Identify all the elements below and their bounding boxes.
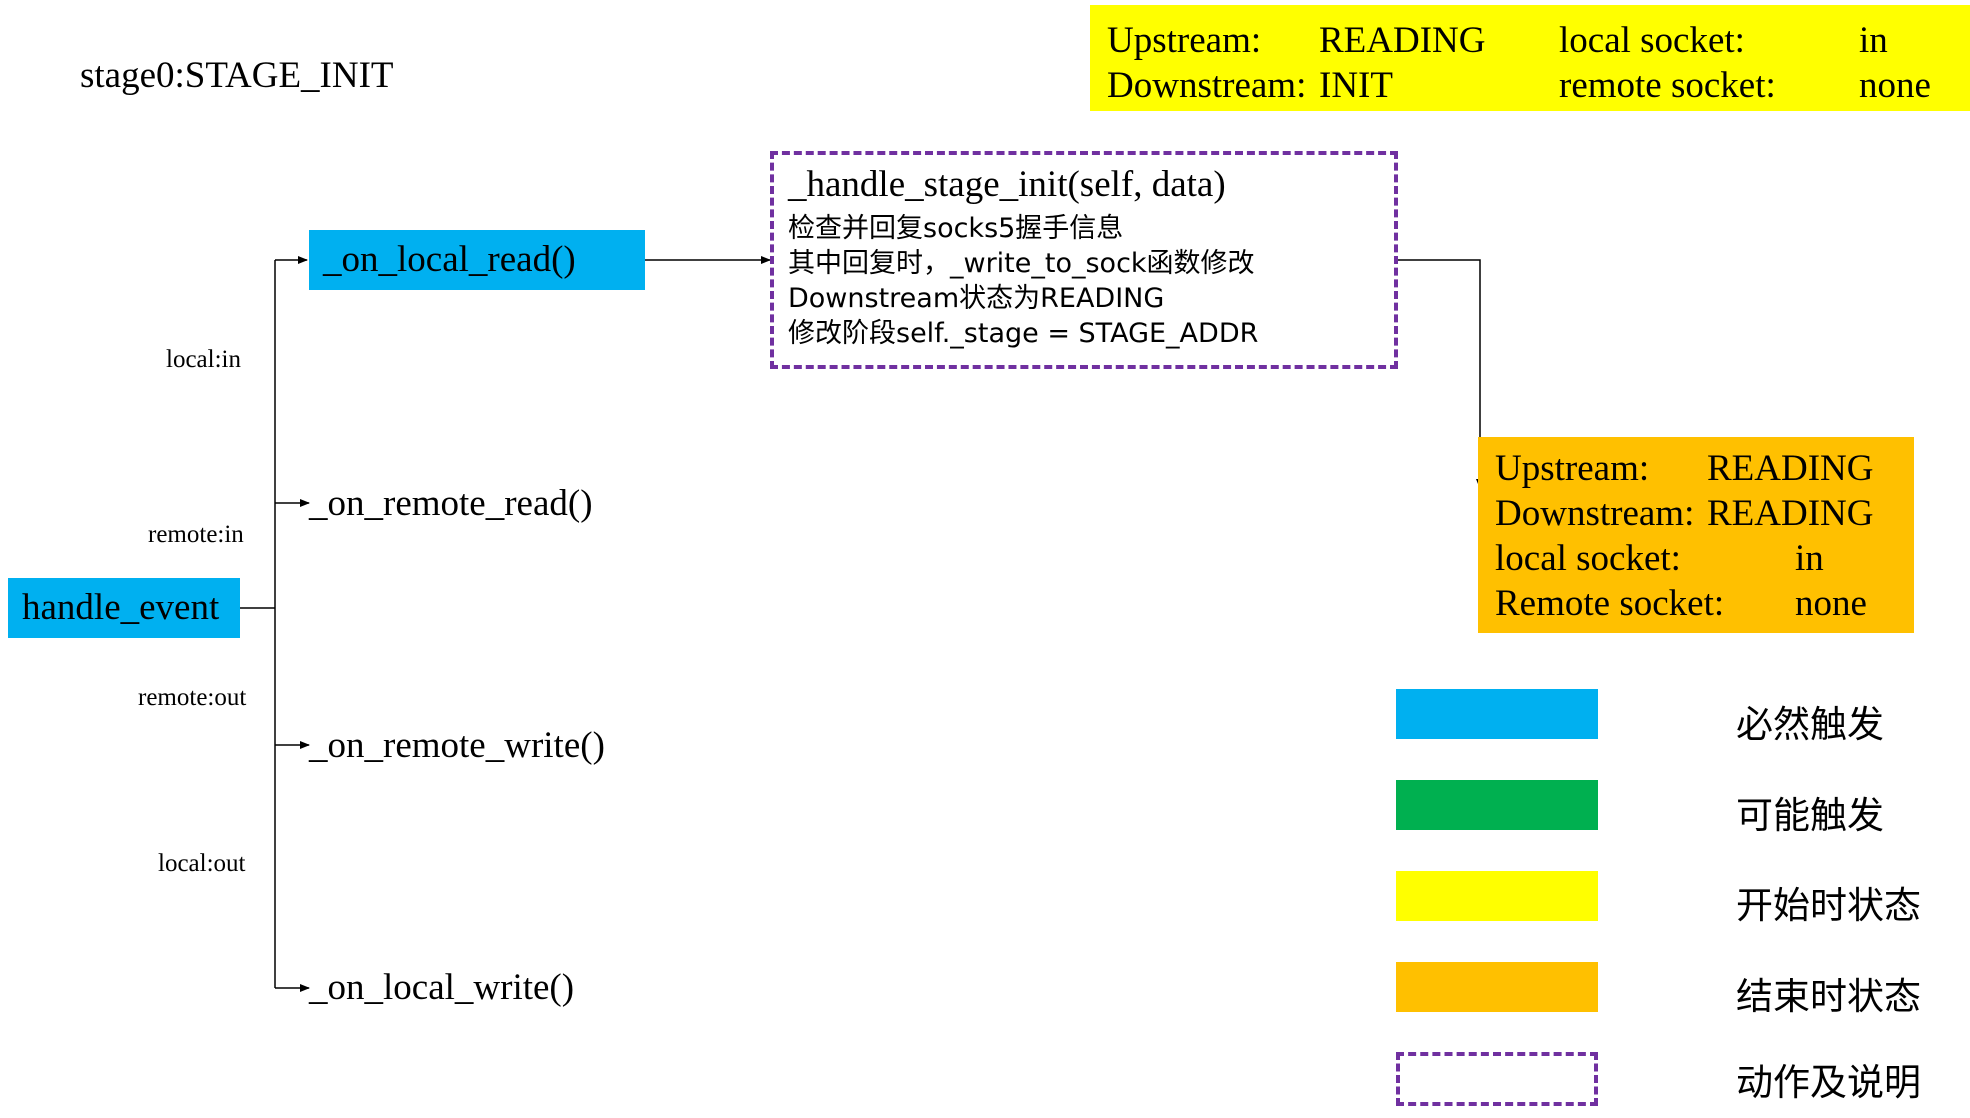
node-on-local-read: _on_local_read() [309, 230, 645, 290]
end-remote-socket-key: Remote socket: [1495, 583, 1725, 624]
legend-swatch-dashed [1396, 1052, 1598, 1106]
stage-title: stage0:STAGE_INIT [80, 55, 394, 96]
legend-label-green: 可能触发 [1736, 794, 1884, 837]
end-downstream-value: READING [1707, 493, 1874, 534]
end-status-row-3: local socket: in [1495, 536, 1914, 581]
legend-label-orange: 结束时状态 [1736, 975, 1921, 1018]
start-upstream-value: READING [1319, 20, 1486, 61]
end-upstream-value: READING [1707, 448, 1874, 489]
legend-swatch-green [1396, 780, 1598, 830]
action-line: 修改阶段self._stage = STAGE_ADDR [788, 318, 1259, 349]
start-status-box: Upstream: READING local socket: in Downstre… [1090, 5, 1970, 111]
action-box: _handle_stage_init(self, data) 检查并回复sock… [770, 151, 1398, 369]
action-line: 其中回复时，_write_to_sock函数修改 [788, 248, 1255, 279]
legend-swatch-blue [1396, 689, 1598, 739]
start-status-row-2: Downstream: INIT remote socket: none [1107, 63, 1970, 108]
node-handle-event: handle_event [8, 578, 240, 638]
edge-label-local-in: local:in [166, 346, 241, 373]
start-downstream-value: INIT [1319, 65, 1393, 106]
end-remote-socket-value: none [1795, 583, 1867, 624]
node-on-remote-read: _on_remote_read() [309, 483, 593, 524]
start-remote-socket-value: none [1859, 65, 1931, 106]
legend-swatch-yellow [1396, 871, 1598, 921]
end-downstream-key: Downstream: [1495, 493, 1695, 534]
edge-label-remote-in: remote:in [148, 521, 244, 548]
start-local-socket-key: local socket: [1559, 20, 1745, 61]
end-status-row-4: Remote socket: none [1495, 581, 1914, 626]
legend-label-yellow: 开始时状态 [1736, 884, 1921, 927]
action-title: _handle_stage_init(self, data) [788, 164, 1226, 205]
legend-swatch-orange [1396, 962, 1598, 1012]
action-line: 检查并回复socks5握手信息 [788, 213, 1124, 244]
action-line: Downstream状态为READING [788, 283, 1165, 314]
legend-label-blue: 必然触发 [1736, 703, 1884, 746]
start-remote-socket-key: remote socket: [1559, 65, 1776, 106]
end-status-box: Upstream: READING Downstream: READING loca… [1478, 437, 1914, 633]
node-on-local-write: _on_local_write() [309, 967, 575, 1008]
start-downstream-key: Downstream: [1107, 65, 1307, 106]
action-description: 检查并回复socks5握手信息 其中回复时，_write_to_sock函数修改… [788, 211, 1394, 351]
start-upstream-key: Upstream: [1107, 20, 1262, 61]
start-local-socket-value: in [1859, 20, 1888, 61]
edge-label-local-out: local:out [158, 850, 246, 877]
end-upstream-key: Upstream: [1495, 448, 1650, 489]
node-on-remote-write: _on_remote_write() [309, 725, 605, 766]
end-local-socket-key: local socket: [1495, 538, 1681, 579]
start-status-row-1: Upstream: READING local socket: in [1107, 18, 1970, 63]
edge-action-to-end-status [1398, 259, 1484, 489]
end-status-row-1: Upstream: READING [1495, 446, 1914, 491]
legend-label-dashed: 动作及说明 [1736, 1061, 1921, 1104]
end-local-socket-value: in [1795, 538, 1824, 579]
end-status-row-2: Downstream: READING [1495, 491, 1914, 536]
edge-label-remote-out: remote:out [138, 684, 247, 711]
